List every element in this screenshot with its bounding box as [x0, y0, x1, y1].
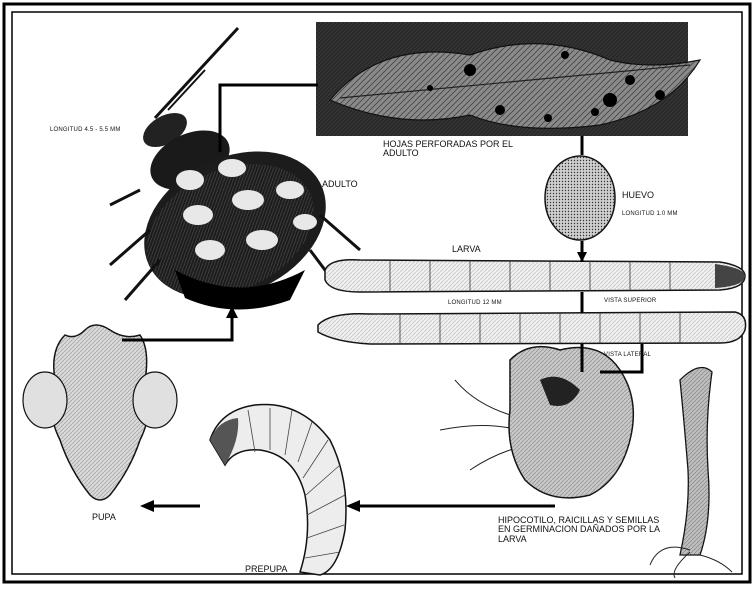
- adult-label: ADULTO: [322, 180, 358, 189]
- larva-length-label: LONGITUD 12 mm: [448, 300, 502, 306]
- perforated-leaves-illustration: [316, 22, 700, 136]
- prepupa-label: PREPUPA: [245, 565, 287, 574]
- side-view-label: VISTA LATERAL: [604, 352, 651, 358]
- egg-illustration: [545, 156, 615, 240]
- leaves-label: HOJAS PERFORADAS POR EL ADULTO: [383, 140, 513, 159]
- egg-length-label: LONGITUD 1.0 mm: [622, 211, 678, 217]
- pupa-illustration: [23, 325, 177, 500]
- larva-side-view-illustration: [318, 312, 746, 344]
- egg-label: HUEVO: [622, 191, 654, 200]
- top-view-label: VISTA SUPERIOR: [604, 298, 656, 304]
- prepupa-illustration: [210, 404, 346, 575]
- pupa-label: PUPA: [92, 513, 116, 522]
- damage-label: HIPOCOTILO, RAICILLAS Y SEMILLAS EN GERM…: [498, 516, 673, 544]
- adult-length-label: LONGITUD 4.5 - 5.5 mm: [50, 127, 121, 133]
- larva-top-view-illustration: [325, 260, 745, 292]
- larva-label: LARVA: [452, 245, 481, 254]
